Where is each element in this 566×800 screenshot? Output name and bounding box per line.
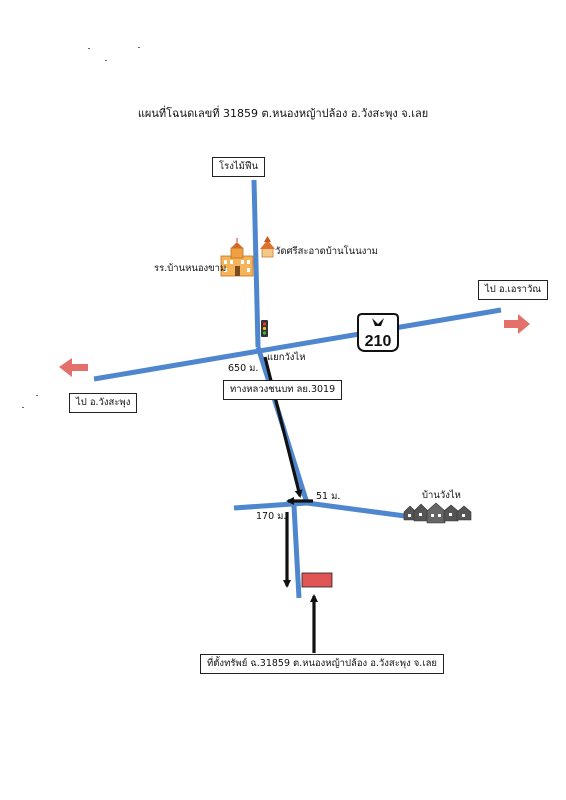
north-road-to-sawmill bbox=[251, 179, 261, 348]
property-marker bbox=[301, 572, 333, 588]
sawmill-label: โรงไม้ฟืน bbox=[212, 157, 266, 178]
distance-51m: 51 ม. bbox=[316, 491, 341, 502]
route-arrow-1 bbox=[263, 356, 303, 498]
scan-speck bbox=[105, 60, 107, 61]
to-erawan-label: ไป อ.เอราวัณ bbox=[478, 280, 549, 301]
village-road-east bbox=[306, 500, 406, 519]
junction-label: แยกวังไห bbox=[267, 352, 306, 363]
property-location-label: ที่ตั้งทรัพย์ ฉ.31859 ต.หนองหญ้าปล้อง อ.… bbox=[200, 654, 444, 675]
to-wangsaphung-label: ไป อ.วังสะพุง bbox=[69, 393, 138, 414]
village-road-west bbox=[233, 500, 308, 511]
school-label: รร.บ้านหนองขาม bbox=[154, 263, 227, 274]
temple-label: วัดศรีสะอาดบ้านโนนงาม bbox=[275, 246, 378, 257]
school-building-icon bbox=[220, 238, 254, 277]
distance-170m: 170 ม. bbox=[256, 511, 287, 522]
map-title: แผนที่โฉนดเลขที่ 31859 ต.หนองหญ้าปล้อง อ… bbox=[137, 107, 429, 120]
distance-650m: 650 ม. bbox=[228, 363, 259, 374]
scan-speck bbox=[22, 407, 24, 408]
highway-shield-icon: 210 bbox=[357, 313, 399, 352]
village-houses-icon bbox=[403, 502, 472, 524]
rural-road-label: ทางหลวงชนบท ลย.3019 bbox=[223, 380, 343, 401]
traffic-light-icon bbox=[261, 320, 268, 337]
highway-number: 210 bbox=[365, 333, 392, 350]
direction-arrow-west bbox=[59, 358, 88, 377]
scan-speck bbox=[138, 47, 140, 48]
village-label: บ้านวังไห bbox=[422, 490, 461, 501]
scan-speck bbox=[88, 48, 90, 49]
direction-arrow-east bbox=[504, 314, 530, 334]
scan-speck bbox=[36, 395, 38, 396]
temple-icon bbox=[260, 236, 275, 258]
main-highway-road bbox=[93, 307, 502, 382]
south-road-to-property bbox=[291, 505, 302, 599]
